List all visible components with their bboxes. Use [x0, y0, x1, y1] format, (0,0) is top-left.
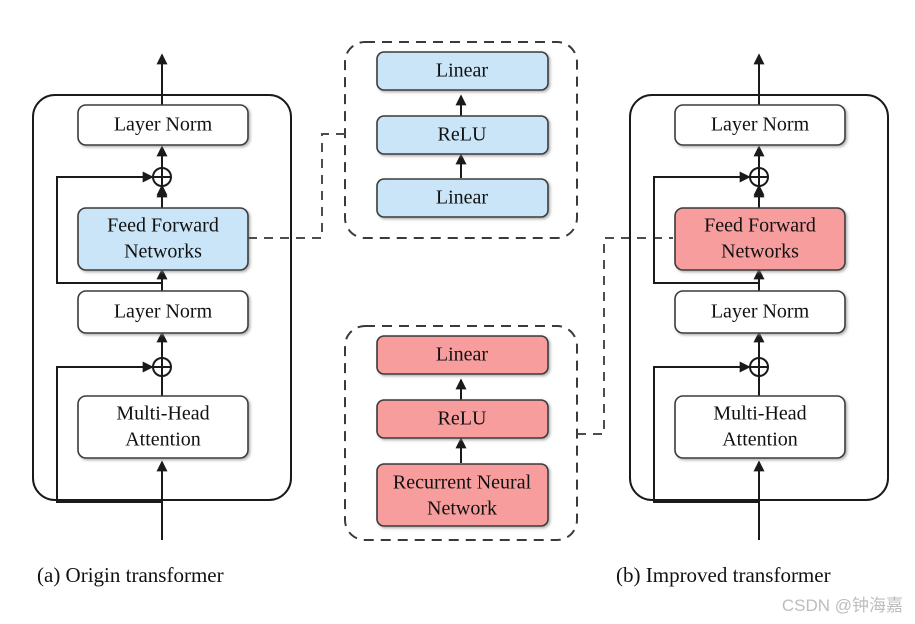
origin-transformer-panel: Layer Norm Feed Forward Networks Layer N…	[32, 53, 292, 587]
improved-panel-caption: (b) Improved transformer	[616, 563, 831, 587]
connector-origin-ffn-to-detail	[248, 133, 345, 239]
ffn-detail-improved-rnn-label-line2: Network	[427, 498, 497, 520]
improved-ffn-label-line1: Feed Forward	[704, 215, 816, 237]
origin-panel-caption: (a) Origin transformer	[37, 563, 224, 587]
improved-layer-norm-mid-rect[interactable]	[674, 290, 846, 334]
ffn-detail-improved-relu-label: ReLU	[438, 408, 487, 430]
improved-layer-norm-mid[interactable]: Layer Norm	[674, 290, 846, 334]
origin-layer-norm-mid-rect[interactable]	[77, 290, 249, 334]
ffn-detail-improved-relu-rect[interactable]	[376, 399, 549, 439]
origin-ffn-label-line1: Feed Forward	[107, 215, 219, 237]
ffn-detail-original-linear-top[interactable]: Linear	[376, 51, 549, 91]
connector-detail-to-improved-ffn	[577, 237, 673, 435]
improved-layer-norm-top-rect[interactable]	[674, 104, 846, 146]
ffn-detail-improved-linear-top-rect[interactable]	[376, 335, 549, 375]
ffn-detail-improved-linear-top-label: Linear	[436, 344, 489, 366]
ffn-detail-original-relu-label: ReLU	[438, 124, 487, 146]
improved-mha-label-line1: Multi-Head	[713, 403, 806, 425]
origin-mha-label-line2: Attention	[125, 429, 201, 451]
origin-layer-norm-top-label: Layer Norm	[114, 114, 213, 136]
origin-multi-head-attention[interactable]: Multi-Head Attention	[77, 395, 249, 459]
improved-upper-residual-path	[653, 171, 759, 284]
origin-mha-rect[interactable]	[77, 395, 249, 459]
origin-mha-label-line1: Multi-Head	[116, 403, 209, 425]
improved-mha-label-line2: Attention	[722, 429, 798, 451]
ffn-detail-original-linear-top-label: Linear	[436, 60, 489, 82]
ffn-detail-original-relu[interactable]: ReLU	[376, 115, 549, 155]
ffn-detail-improved-recurrent-neural-network[interactable]: Recurrent Neural Network	[376, 463, 549, 527]
origin-layer-norm-mid-label: Layer Norm	[114, 301, 213, 323]
improved-transformer-panel: Layer Norm Feed Forward Networks Layer N…	[616, 53, 889, 587]
ffn-detail-original-linear-bottom-rect[interactable]	[376, 178, 549, 218]
ffn-detail-original-linear-bottom-label: Linear	[436, 187, 489, 209]
origin-ffn-label-line2: Networks	[124, 241, 202, 263]
improved-residual-add-upper	[749, 167, 769, 187]
improved-layer-norm-top[interactable]: Layer Norm	[674, 104, 846, 146]
origin-feed-forward-networks[interactable]: Feed Forward Networks	[77, 207, 249, 271]
ffn-detail-original-linear-bottom[interactable]: Linear	[376, 178, 549, 218]
ffn-detail-original-relu-rect[interactable]	[376, 115, 549, 155]
origin-residual-add-lower	[152, 357, 172, 377]
improved-feed-forward-networks[interactable]: Feed Forward Networks	[674, 207, 846, 271]
improved-multi-head-attention[interactable]: Multi-Head Attention	[674, 395, 846, 459]
ffn-detail-original-linear-top-rect[interactable]	[376, 51, 549, 91]
improved-mha-rect[interactable]	[674, 395, 846, 459]
origin-layer-norm-mid[interactable]: Layer Norm	[77, 290, 249, 334]
ffn-detail-improved-rnn-rect[interactable]	[376, 463, 549, 527]
improved-lower-residual-path	[653, 361, 759, 503]
origin-layer-norm-top-rect[interactable]	[77, 104, 249, 146]
origin-layer-norm-top[interactable]: Layer Norm	[77, 104, 249, 146]
csdn-watermark: CSDN @钟海嘉	[782, 596, 903, 615]
origin-upper-residual-path	[56, 171, 162, 284]
origin-lower-residual-path	[56, 361, 162, 503]
ffn-detail-improved-panel: Linear ReLU Recurrent Neural Network	[344, 325, 578, 541]
ffn-detail-improved-relu[interactable]: ReLU	[376, 399, 549, 439]
improved-layer-norm-top-label: Layer Norm	[711, 114, 810, 136]
ffn-detail-improved-rnn-label-line1: Recurrent Neural	[393, 472, 532, 494]
ffn-detail-original-panel: Linear ReLU Linear	[344, 41, 578, 239]
improved-ffn-rect[interactable]	[674, 207, 846, 271]
ffn-detail-improved-linear-top[interactable]: Linear	[376, 335, 549, 375]
improved-ffn-label-line2: Networks	[721, 241, 799, 263]
improved-residual-add-lower	[749, 357, 769, 377]
improved-layer-norm-mid-label: Layer Norm	[711, 301, 810, 323]
origin-residual-add-upper	[152, 167, 172, 187]
